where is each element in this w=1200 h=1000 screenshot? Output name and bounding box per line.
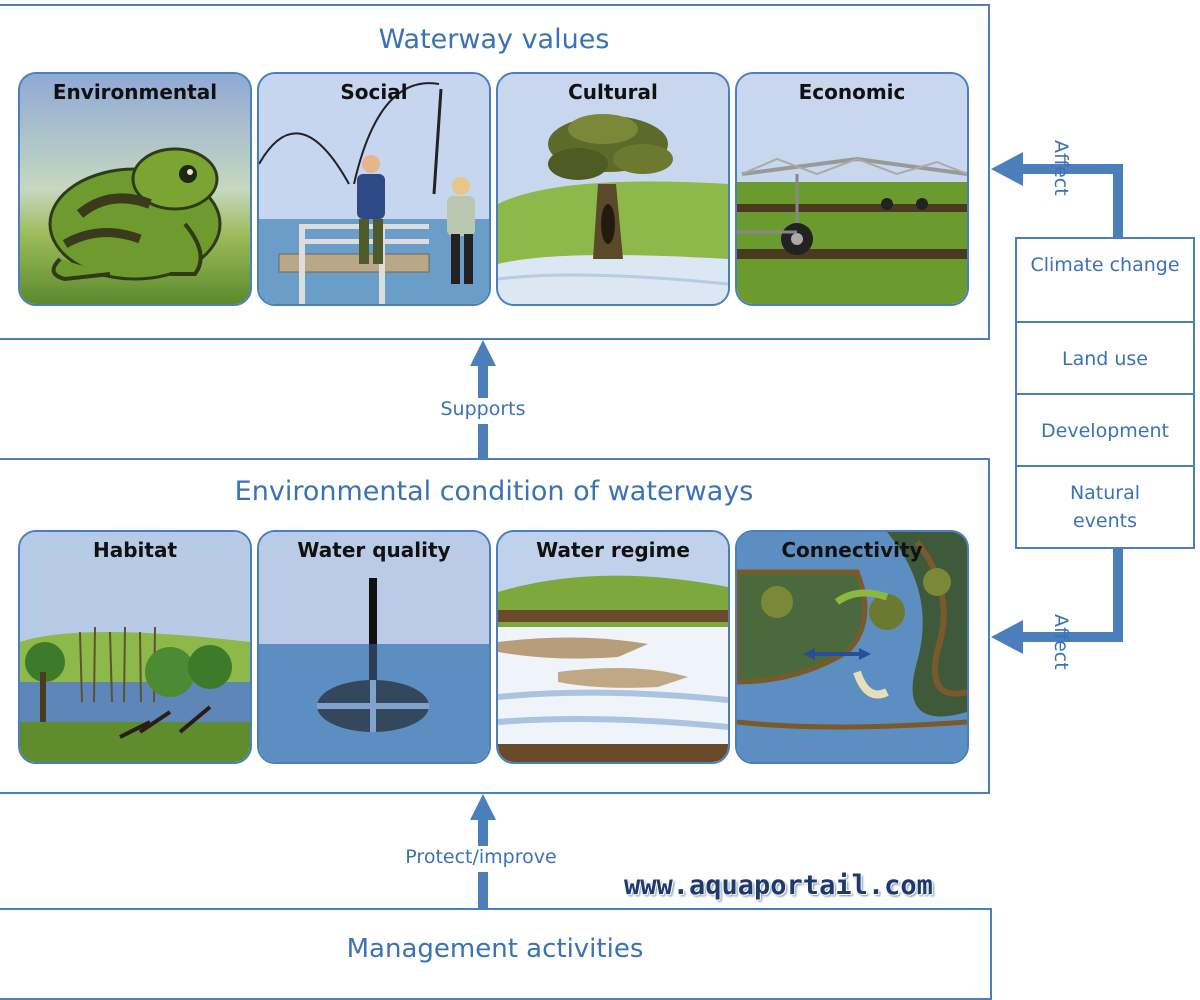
panel-habitat: Habitat — [18, 530, 252, 764]
secchi-disk-illustration — [259, 532, 489, 762]
watermark-text: www.aquaportail.com — [624, 870, 933, 901]
fishing-illustration — [259, 74, 489, 304]
panel-social-label: Social — [340, 80, 408, 104]
waterway-values-title: Waterway values — [378, 24, 610, 55]
panel-connectivity: Connectivity — [735, 530, 969, 764]
panel-water-regime-label: Water regime — [536, 538, 690, 562]
management-activities-box: Management activities — [0, 908, 992, 1000]
pressures-box: Climate change Land use Development Natu… — [1015, 237, 1195, 549]
waterway-values-box: Waterway values Environmental — [0, 4, 990, 340]
panel-cultural-label: Cultural — [568, 80, 658, 104]
affect-connectors — [991, 152, 1123, 654]
irrigation-illustration — [737, 74, 967, 304]
connectivity-illustration — [737, 532, 967, 762]
affect-label-top: Affect — [1050, 140, 1072, 196]
environmental-condition-box: Environmental condition of waterways Hab… — [0, 458, 990, 794]
pressure-development: Development — [1017, 393, 1193, 467]
pressure-climate-change: Climate change — [1030, 254, 1180, 276]
panel-water-quality: Water quality — [257, 530, 491, 764]
frog-illustration — [20, 74, 250, 304]
management-activities-title: Management activities — [346, 934, 644, 964]
panel-water-regime: Water regime — [496, 530, 730, 764]
panel-connectivity-label: Connectivity — [781, 538, 923, 562]
cultural-tree-illustration — [498, 74, 728, 304]
water-regime-illustration — [498, 532, 728, 762]
environmental-condition-title: Environmental condition of waterways — [234, 476, 754, 507]
panel-water-quality-label: Water quality — [297, 538, 451, 562]
affect-label-bottom: Affect — [1050, 614, 1072, 670]
panel-economic-label: Economic — [798, 80, 906, 104]
panel-economic: Economic — [735, 72, 969, 306]
panel-social: Social — [257, 72, 491, 306]
panel-environmental: Environmental — [18, 72, 252, 306]
supports-label: Supports — [430, 398, 536, 424]
pressure-land-use: Land use — [1017, 321, 1193, 395]
habitat-illustration — [20, 532, 250, 762]
panel-environmental-label: Environmental — [52, 80, 218, 104]
panel-cultural: Cultural — [496, 72, 730, 306]
protect-improve-label: Protect/improve — [393, 846, 569, 872]
panel-habitat-label: Habitat — [92, 538, 178, 562]
pressure-natural-events: Natural events — [1017, 465, 1193, 547]
